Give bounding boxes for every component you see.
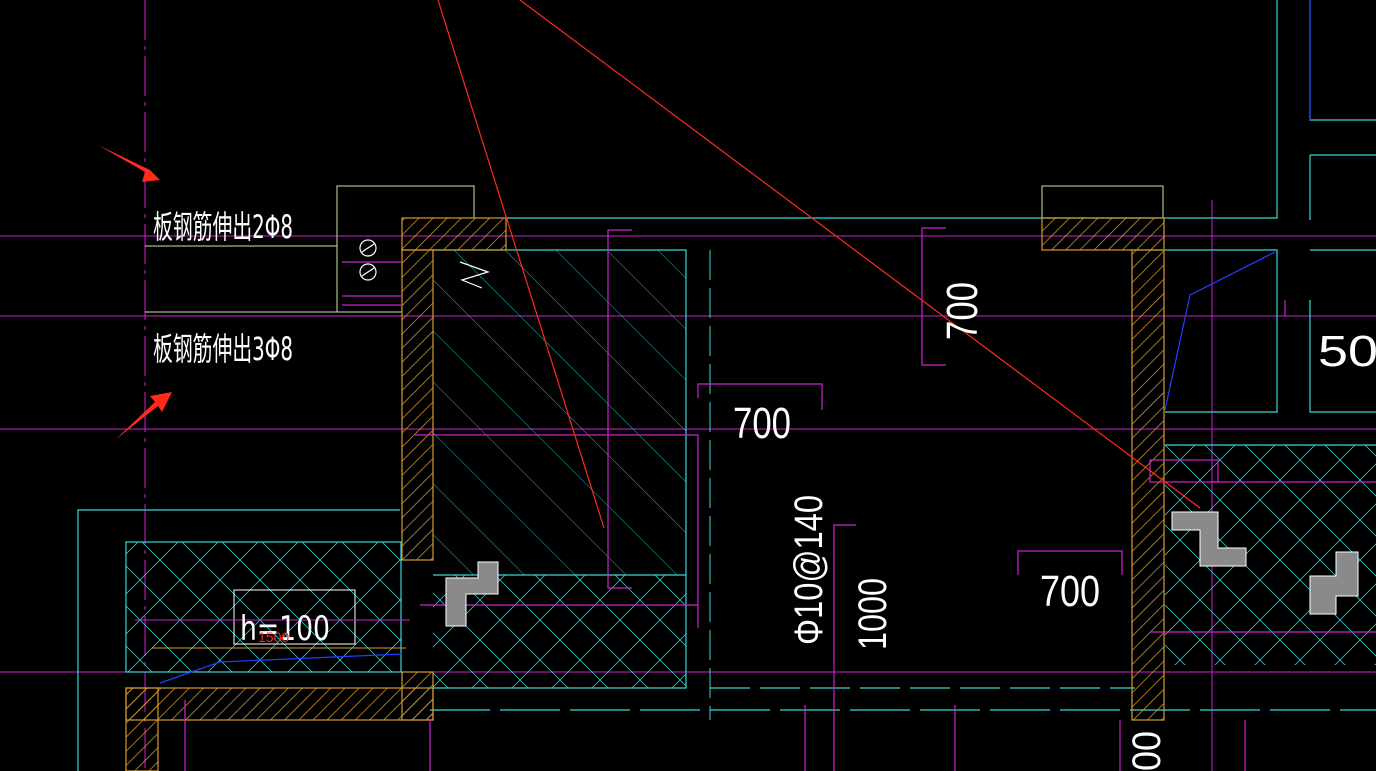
rebar-spec-label: Φ10@140	[787, 495, 831, 645]
red-leader-lines	[437, 0, 1201, 529]
gray-step-blocks	[445, 511, 1359, 627]
diagonal-hatch-zone	[433, 250, 686, 575]
cross-hatch-zone-left	[126, 542, 401, 672]
dimension-1000: 1000	[851, 578, 895, 650]
red-arrow-bottom	[115, 392, 172, 440]
red-arrow-top	[98, 145, 160, 182]
dimension-700-right: 700	[1040, 567, 1100, 616]
dimension-700-top: 700	[938, 282, 987, 340]
rebar-label-bottom: 板钢筋伸出3Φ8	[153, 330, 293, 368]
blue-lines	[159, 0, 1311, 684]
slab-thickness-box	[233, 589, 356, 645]
rebar-label-top: 板钢筋伸出2Φ8	[153, 208, 293, 246]
magenta-detail-lines	[184, 227, 1376, 771]
slab-thickness-label: h=100	[240, 609, 330, 649]
green-outlines	[145, 185, 1164, 313]
rebar-section-marks	[342, 239, 490, 306]
elevation-mark-label: 1500	[258, 629, 289, 645]
concrete-walls	[125, 217, 1165, 771]
dimension-700-mid: 700	[733, 399, 791, 448]
dimension-00-partial: 00	[1125, 731, 1169, 771]
dimension-500-partial: 500	[1318, 327, 1376, 376]
